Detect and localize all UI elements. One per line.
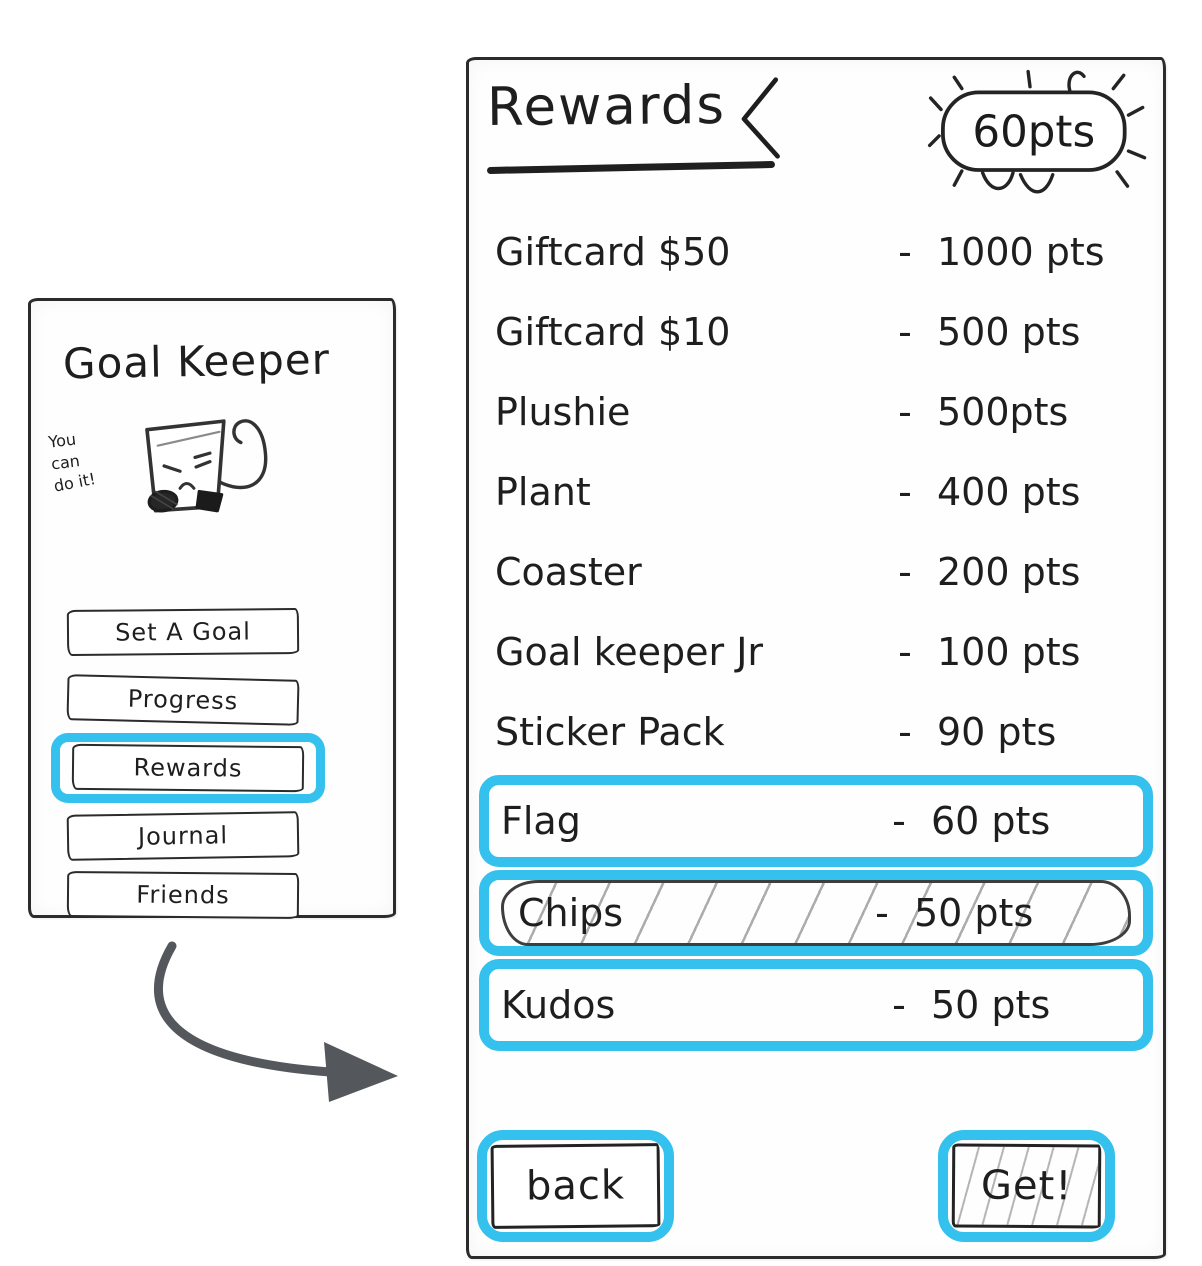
reward-name: Chips — [518, 891, 624, 935]
hotspot-get-button[interactable]: Get! — [937, 1130, 1115, 1242]
reward-row-kudos[interactable]: Kudos - 50 pts — [501, 969, 1131, 1041]
hotspot-kudos-row[interactable]: Kudos - 50 pts — [479, 959, 1153, 1051]
reward-points: 100 pts — [937, 630, 1081, 674]
nav-button-label: Rewards — [133, 753, 243, 783]
reward-row-coaster: Coaster - 200 pts — [495, 532, 1137, 612]
nav-button-label: Set A Goal — [115, 617, 251, 647]
reward-list: Giftcard $50 - 1000 pts Giftcard $10 - 5… — [469, 212, 1163, 1054]
back-button[interactable]: back — [490, 1143, 661, 1229]
reward-name: Plushie — [495, 390, 631, 434]
reward-name: Kudos — [501, 983, 616, 1027]
reward-dash: - — [898, 230, 912, 274]
title-chevron-icon — [741, 77, 781, 159]
app-title: Goal Keeper — [62, 334, 331, 389]
reward-dash: - — [898, 390, 912, 434]
reward-row-goalkeeper-jr: Goal keeper Jr - 100 pts — [495, 612, 1137, 692]
reward-points: 500 pts — [937, 310, 1081, 354]
reward-name: Flag — [501, 799, 581, 843]
reward-dash: - — [898, 470, 912, 514]
nav-button-progress[interactable]: Progress — [66, 674, 300, 726]
reward-points: 90 pts — [937, 710, 1057, 754]
nav-button-label: Progress — [127, 684, 239, 716]
reward-points: 200 pts — [937, 550, 1081, 594]
reward-row-flag[interactable]: Flag - 60 pts — [501, 785, 1131, 857]
reward-dash: - — [875, 891, 889, 935]
reward-name: Plant — [495, 470, 591, 514]
reward-row-chips[interactable]: Chips - 50 pts — [518, 883, 1114, 943]
reward-points: 1000 pts — [937, 230, 1105, 274]
home-screen-sketch: Goal Keeper You can do it! Set A G — [28, 298, 396, 920]
reward-points: 50 pts — [914, 891, 1034, 935]
reward-points: 60 pts — [931, 799, 1051, 843]
hotspot-flag-row[interactable]: Flag - 60 pts — [479, 775, 1153, 867]
reward-dash: - — [898, 630, 912, 674]
reward-name: Giftcard $10 — [495, 310, 731, 354]
reward-dash: - — [898, 710, 912, 754]
reward-points: 500pts — [937, 390, 1069, 434]
points-badge: 60pts — [927, 69, 1147, 194]
reward-row-giftcard-10: Giftcard $10 - 500 pts — [495, 292, 1137, 372]
reward-dash: - — [892, 983, 906, 1027]
nav-button-friends[interactable]: Friends — [66, 870, 300, 920]
home-nav: Set A Goal Progress Rewards Journal Frie… — [51, 607, 325, 920]
reward-name: Giftcard $50 — [495, 230, 731, 274]
title-underline — [486, 160, 776, 175]
reward-row-sticker-pack: Sticker Pack - 90 pts — [495, 692, 1137, 772]
reward-dash: - — [892, 799, 906, 843]
action-bar: back Get! — [469, 1130, 1163, 1242]
flexing-cup-mascot-icon — [145, 419, 268, 513]
rewards-screen-sketch: Rewards 60pts Giftcard $50 - 1000 — [466, 57, 1166, 1259]
reward-dash: - — [898, 550, 912, 594]
hotspot-chips-row[interactable]: Chips - 50 pts — [479, 870, 1153, 956]
reward-name: Goal keeper Jr — [495, 630, 764, 674]
nav-button-set-a-goal[interactable]: Set A Goal — [66, 607, 300, 657]
get-button[interactable]: Get! — [951, 1143, 1102, 1229]
nav-button-label: Friends — [136, 880, 230, 910]
reward-row-plushie: Plushie - 500pts — [495, 372, 1137, 452]
nav-button-label: Journal — [137, 821, 229, 851]
curved-arrow-icon — [154, 941, 398, 1102]
back-button-label: back — [525, 1162, 626, 1210]
hotspot-rewards-button[interactable]: Rewards — [51, 733, 325, 803]
points-badge-value: 60pts — [972, 107, 1095, 157]
reward-points: 50 pts — [931, 983, 1051, 1027]
reward-row-giftcard-50: Giftcard $50 - 1000 pts — [495, 212, 1137, 292]
nav-button-journal[interactable]: Journal — [66, 811, 300, 861]
screen-title: Rewards — [486, 74, 727, 139]
nav-button-rewards[interactable]: Rewards — [71, 743, 305, 793]
reward-name: Sticker Pack — [495, 710, 725, 754]
reward-row-plant: Plant - 400 pts — [495, 452, 1137, 532]
hotspot-back-button[interactable]: back — [477, 1130, 675, 1242]
reward-points: 400 pts — [937, 470, 1081, 514]
get-button-label: Get! — [980, 1162, 1073, 1210]
rewards-header: Rewards — [486, 74, 781, 175]
reward-dash: - — [898, 310, 912, 354]
reward-name: Coaster — [495, 550, 642, 594]
mascot-caption: You can do it! — [47, 427, 97, 496]
selected-reward-outline: Chips - 50 pts — [501, 880, 1131, 946]
